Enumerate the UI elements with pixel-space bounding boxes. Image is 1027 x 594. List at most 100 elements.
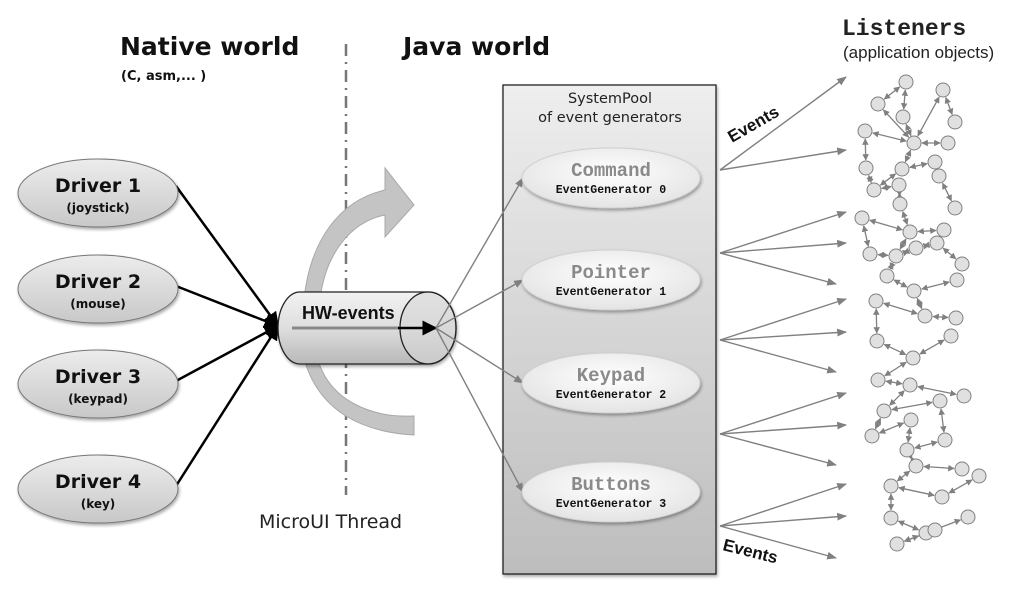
listener-node [868,293,884,309]
listener-link [874,417,882,430]
listener-node [927,522,943,538]
generator-name: Keypad [577,365,645,387]
listener-node [927,154,943,170]
generator-id: EventGenerator 3 [556,498,667,511]
generator-id: EventGenerator 2 [556,389,667,402]
listener-node [937,432,953,448]
listener-link [862,138,869,161]
listener-node [932,393,948,409]
listener-link [919,339,945,355]
event-arrow [719,239,847,254]
listener-link [948,479,973,494]
generator-name: Buttons [571,474,651,496]
event-arrow [719,211,847,254]
listener-node [870,372,886,388]
listener-node [883,478,899,494]
native-world-subheading: (C, asm,... ) [121,69,206,84]
dispatch-arrows [435,177,524,493]
event-arrow [719,147,847,171]
generator-ellipse [521,147,701,209]
listener-node [943,328,959,344]
listener-link [916,297,923,310]
event-arrow [719,525,837,560]
system-pool-title: SystemPool [568,91,652,107]
driver-ellipse [17,158,179,228]
generator-id: EventGenerator 0 [556,184,667,197]
listener-node [917,308,933,324]
event-arrow [719,433,837,467]
listener-node [894,161,910,177]
microui-thread-label: MicroUI Thread [259,511,402,533]
listener-node [956,388,972,404]
listener-link [906,452,917,464]
driver-node: Driver 4(key) [17,454,179,524]
listener-node [940,135,956,151]
listener-link [938,408,947,433]
listener-link [883,301,918,316]
queue-to-generator-arrow [435,327,524,493]
event-arrow [719,339,837,374]
listener-node [864,428,880,444]
listener-node [879,268,895,284]
listener-link [891,400,933,412]
listener-link [893,279,908,288]
listener-link [883,343,907,356]
listener-link [877,251,889,259]
listener-node [891,177,907,193]
listener-node [931,168,947,184]
listener-node [948,310,964,326]
driver-device: (mouse) [70,297,126,311]
listener-node [947,114,963,130]
listener-link [917,227,937,235]
listener-node [903,412,919,428]
listener-node [906,283,922,299]
listener-node [947,200,963,216]
listener-node [866,182,882,198]
driver-to-queue-arrow [175,284,280,329]
drivers-group: Driver 1(joystick)Driver 2(mouse)Driver … [17,158,179,524]
driver-node: Driver 3(keypad) [17,349,179,419]
listener-node [906,135,922,151]
listener-node [889,536,905,552]
listener-node [870,96,886,112]
listener-link [901,210,909,226]
driver-arrows [174,185,280,487]
listener-node [960,509,976,525]
driver-device: (key) [81,497,116,511]
generator-ellipse [521,461,701,523]
event-arrow [719,76,847,171]
listener-node [908,240,924,256]
listener-node [895,109,911,125]
listener-link [884,361,907,377]
listener-node [935,82,951,98]
listener-link [909,161,928,170]
listener-link [942,247,957,260]
driver-name: Driver 1 [55,175,141,197]
listener-link [898,485,935,498]
event-arrow [719,483,847,527]
listener-node [949,272,965,288]
listener-link [905,427,913,443]
listeners-subheading: (application objects) [843,43,994,62]
listener-link [878,422,905,434]
listener-node [954,461,970,477]
listener-node [869,333,885,349]
generator-ellipse [521,249,701,311]
driver-node: Driver 1(joystick) [17,158,179,228]
listener-link [917,384,957,397]
listener-link [887,262,896,270]
native-world-heading: Native world [120,32,299,61]
listener-link [889,390,905,406]
driver-device: (keypad) [68,392,128,406]
listener-node [971,468,987,484]
java-world-heading: Java world [401,32,550,61]
hw-events-queue: HW-events [277,291,457,365]
listener-node [892,196,908,212]
event-arrow [719,392,847,435]
